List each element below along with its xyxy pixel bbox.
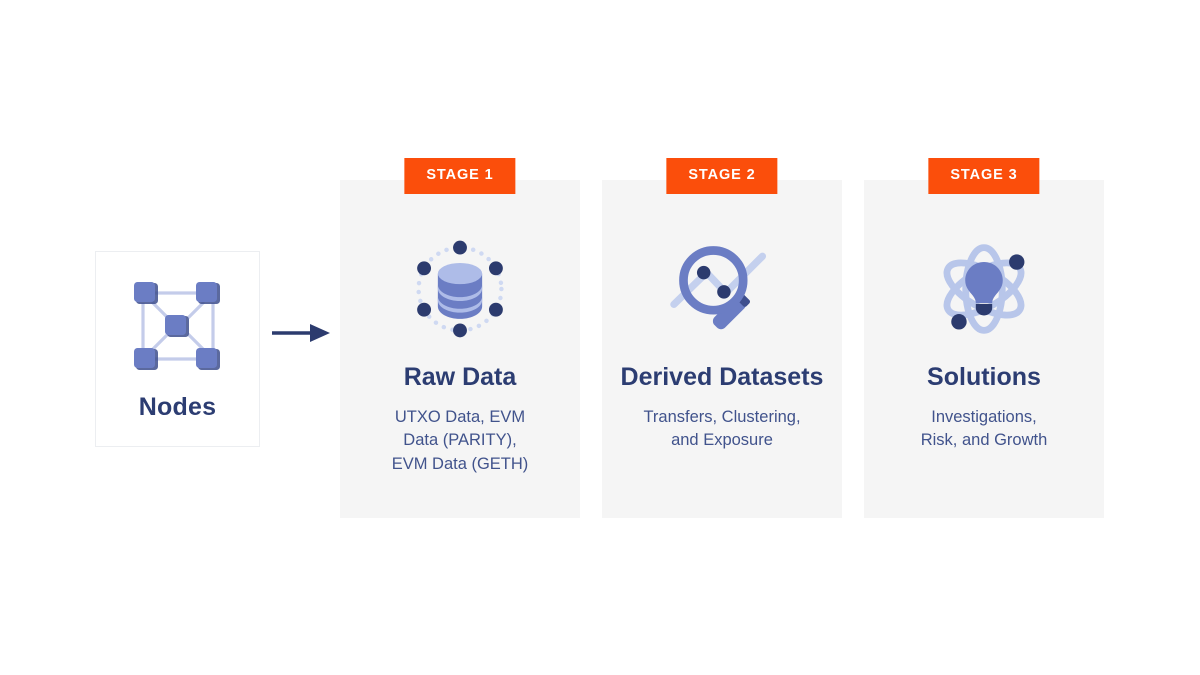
atom-lightbulb-icon xyxy=(864,235,1104,343)
database-network-icon xyxy=(340,235,580,343)
network-nodes-icon xyxy=(132,281,224,371)
stage-title-2: Derived Datasets xyxy=(620,363,824,391)
stage-description-2: Transfers, Clustering, and Exposure xyxy=(643,408,801,450)
magnifying-glass-chart-icon xyxy=(602,235,842,343)
stage-panel-3: STAGE 3 Solu xyxy=(864,158,1104,518)
stage-description-1: UTXO Data, EVM Data (PARITY), EVM Data (… xyxy=(391,408,529,473)
stage-panel-1: STAGE 1 xyxy=(340,158,580,518)
stage-badge-3: STAGE 3 xyxy=(928,158,1040,194)
stage-title-3: Solutions xyxy=(927,363,1041,391)
stage-title-1: Raw Data xyxy=(403,363,517,391)
stage-description-3: Investigations, Risk, and Growth xyxy=(920,408,1048,450)
stage-badge-2: STAGE 2 xyxy=(666,158,778,194)
stage-panel-2: STAGE 2 Derived Datasets Transfe xyxy=(602,158,842,518)
right-arrow-icon xyxy=(272,322,330,344)
stage-badge-1: STAGE 1 xyxy=(404,158,516,194)
nodes-source-box: Nodes xyxy=(95,251,260,447)
nodes-label: Nodes xyxy=(138,392,217,421)
